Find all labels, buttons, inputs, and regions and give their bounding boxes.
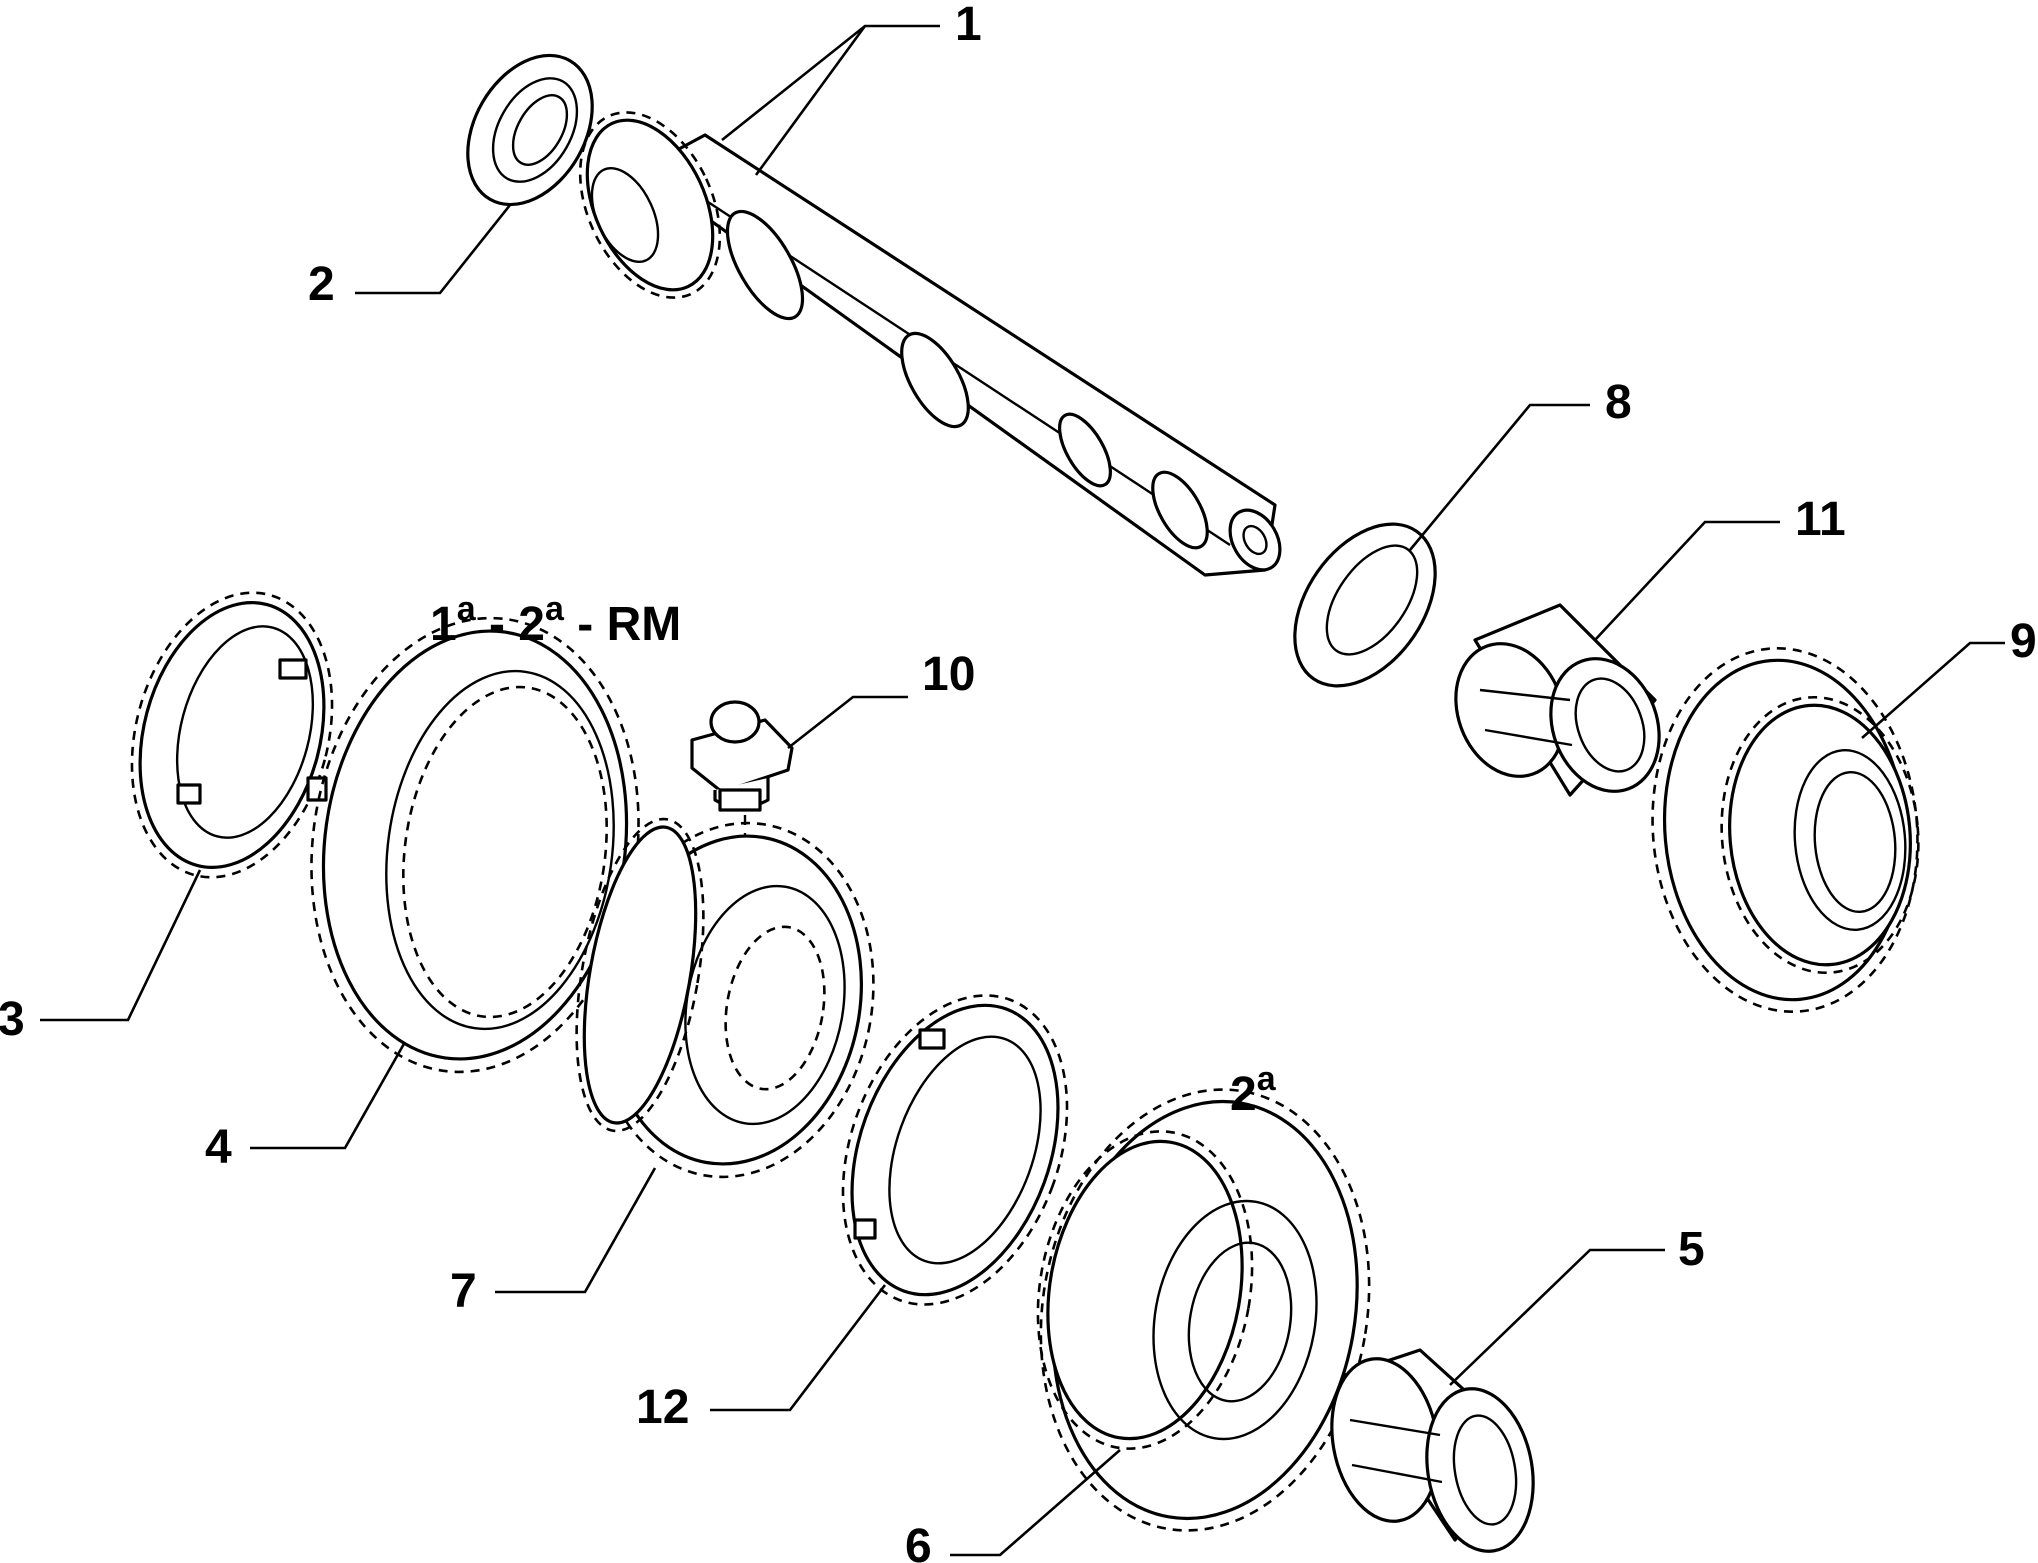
main-shaft [578, 111, 1282, 577]
second-gear-number: 2 [1230, 1068, 1257, 1121]
gear-group-second: 2 [518, 598, 545, 651]
leader-5 [1449, 1248, 1665, 1386]
gear-group-caption: 1a - 2a - RM [430, 590, 681, 651]
gear-group-first: 1 [430, 598, 457, 651]
leader-12 [710, 1284, 887, 1412]
leader-8 [1408, 403, 1590, 551]
second-gear [1036, 1088, 1371, 1532]
gear-group-reverse: RM [607, 598, 682, 651]
callout-2: 2 [308, 258, 335, 311]
leader-11 [1594, 520, 1780, 641]
callout-1: 1 [955, 0, 982, 51]
leader-10 [787, 695, 908, 750]
callout-10: 10 [922, 648, 975, 701]
leader-1b [754, 25, 867, 176]
leader-9 [1861, 641, 2005, 739]
second-gear-sup: a [1257, 1060, 1277, 1098]
callout-6: 6 [905, 1520, 932, 1563]
synchro-hub [575, 817, 875, 1179]
needle-bearing-lower [1330, 1348, 1535, 1553]
callout-4: 4 [205, 1121, 232, 1174]
leader-6 [950, 1449, 1121, 1557]
leader-7 [495, 1167, 657, 1294]
leader-4 [250, 1041, 407, 1150]
double-gear [1651, 647, 1920, 1013]
thrust-washer [1293, 522, 1437, 688]
leader-lines [40, 24, 2005, 1557]
callout-12: 12 [636, 1381, 689, 1434]
callout-8: 8 [1605, 376, 1632, 429]
leader-2 [355, 204, 512, 295]
synchro-ring-right [841, 994, 1069, 1306]
callout-9: 9 [2010, 615, 2037, 668]
gear-group-sep2: - [564, 598, 607, 651]
ball-bearing [466, 53, 594, 207]
callout-11: 11 [1795, 493, 1846, 546]
callout-3: 3 [0, 993, 25, 1046]
second-gear-caption: 2a [1230, 1060, 1277, 1121]
gear-group-sep1: - [476, 598, 519, 651]
gear-group-first-sup: a [457, 590, 477, 628]
synchro-ring-left [130, 591, 334, 879]
callout-5: 5 [1678, 1223, 1705, 1276]
leader-1 [721, 24, 940, 142]
gear-group-second-sup: a [545, 590, 565, 628]
leader-3 [40, 869, 202, 1022]
needle-bearing-upper [1454, 603, 1661, 797]
detent-pin [690, 700, 794, 905]
callout-7: 7 [450, 1265, 477, 1318]
